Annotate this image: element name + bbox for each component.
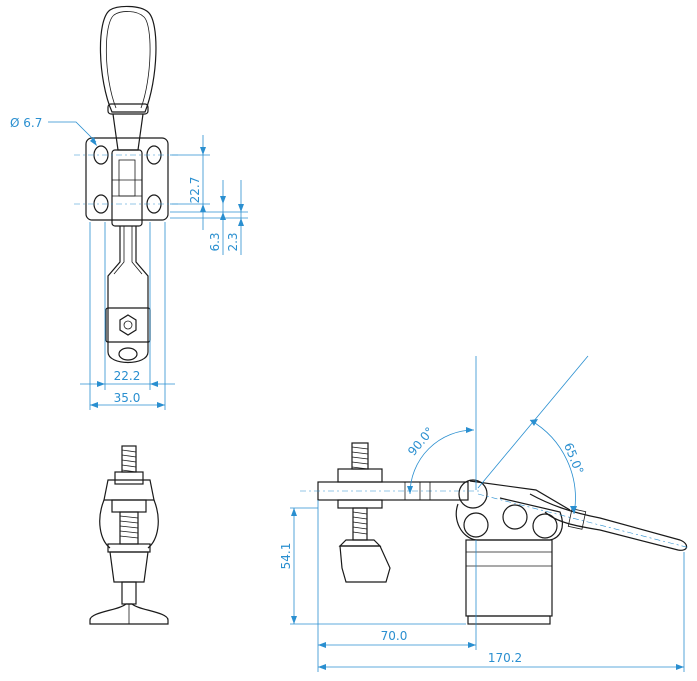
front-nut-top xyxy=(114,471,144,485)
front-link-left xyxy=(99,499,111,549)
spindle-center xyxy=(123,320,133,330)
linkage-body xyxy=(111,149,143,227)
spindle-nut-bottom xyxy=(337,499,383,509)
dim-pivot-offset: 70.0 xyxy=(381,629,408,643)
dim-open-angle-handle: 65.0° xyxy=(561,441,586,477)
dim-hole-diameter: Ø 6.7 xyxy=(10,116,42,130)
front-link-right xyxy=(147,499,159,549)
pivot-right xyxy=(532,513,558,539)
handle-neck xyxy=(112,113,144,151)
spindle-nut-top xyxy=(337,468,383,483)
dim-overall-length: 170.2 xyxy=(488,651,522,665)
front-foot xyxy=(89,603,169,625)
pivot-center xyxy=(502,504,528,530)
dim-hole-spacing-vertical: 22.7 xyxy=(188,177,202,204)
front-nut-bottom xyxy=(107,543,151,553)
handle-collar xyxy=(107,103,149,115)
front-body xyxy=(109,551,149,583)
dim-hole-spacing-horizontal: 22.2 xyxy=(114,369,141,383)
dim-base-width: 35.0 xyxy=(114,391,141,405)
dim-height: 54.1 xyxy=(279,543,293,570)
front-bar xyxy=(111,499,147,513)
front-stem xyxy=(121,581,137,605)
arm-end-hole xyxy=(118,347,138,361)
handle-link xyxy=(469,480,571,511)
clamp-arm xyxy=(107,226,149,363)
handle-loop-inner xyxy=(105,11,151,109)
linkage-body xyxy=(455,497,563,541)
handle xyxy=(529,493,688,551)
hex-nut xyxy=(119,314,137,336)
base-plate xyxy=(85,137,169,221)
dim-offset-a: 6.3 xyxy=(208,232,222,251)
handle-loop xyxy=(99,5,157,113)
pivot-main xyxy=(458,479,488,509)
front-upper-frame xyxy=(103,479,155,501)
spindle-block xyxy=(105,307,151,343)
spindle-tip xyxy=(339,545,391,583)
linkage-slot xyxy=(118,159,136,197)
front-view xyxy=(89,445,169,625)
top-view: 22.7 6.3 2.3 Ø 6.7 22.2 35.0 xyxy=(10,5,248,410)
dim-offset-b: 2.3 xyxy=(226,232,240,251)
base-foot xyxy=(467,615,551,625)
side-view: 90.0° 65.0° 54.1 70.0 170.2 xyxy=(279,355,691,672)
pivot-left xyxy=(463,512,489,538)
base-block xyxy=(465,539,553,617)
dim-open-angle-bar: 90.0° xyxy=(405,424,437,458)
